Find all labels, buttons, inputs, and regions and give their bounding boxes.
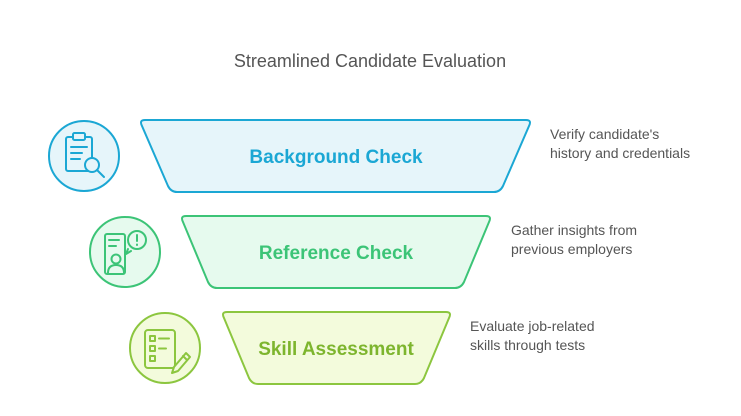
- checklist-pencil-icon: [129, 312, 201, 384]
- funnel-band-reference-check: [181, 215, 491, 289]
- person-alert-icon: [89, 216, 161, 288]
- stage-reference-check: Reference Check Gather insights from pre…: [89, 215, 641, 289]
- funnel-band-skill-assessment: [222, 311, 451, 385]
- clipboard-search-icon: [48, 120, 120, 192]
- stage-background-check: Background Check Verify candidate's hist…: [48, 119, 690, 193]
- description-background-check: Verify candidate's history and credentia…: [550, 126, 690, 161]
- description-reference-check: Gather insights from previous employers: [511, 222, 641, 257]
- stage-skill-assessment: Skill Assessment Evaluate job-related sk…: [129, 311, 598, 385]
- diagram-title: Streamlined Candidate Evaluation: [234, 51, 506, 71]
- stage-label-reference-check: Reference Check: [259, 243, 414, 264]
- funnel-band-background-check: [140, 119, 531, 193]
- stage-label-skill-assessment: Skill Assessment: [258, 339, 414, 360]
- description-skill-assessment: Evaluate job-related skills through test…: [470, 318, 598, 353]
- stage-label-background-check: Background Check: [249, 147, 423, 168]
